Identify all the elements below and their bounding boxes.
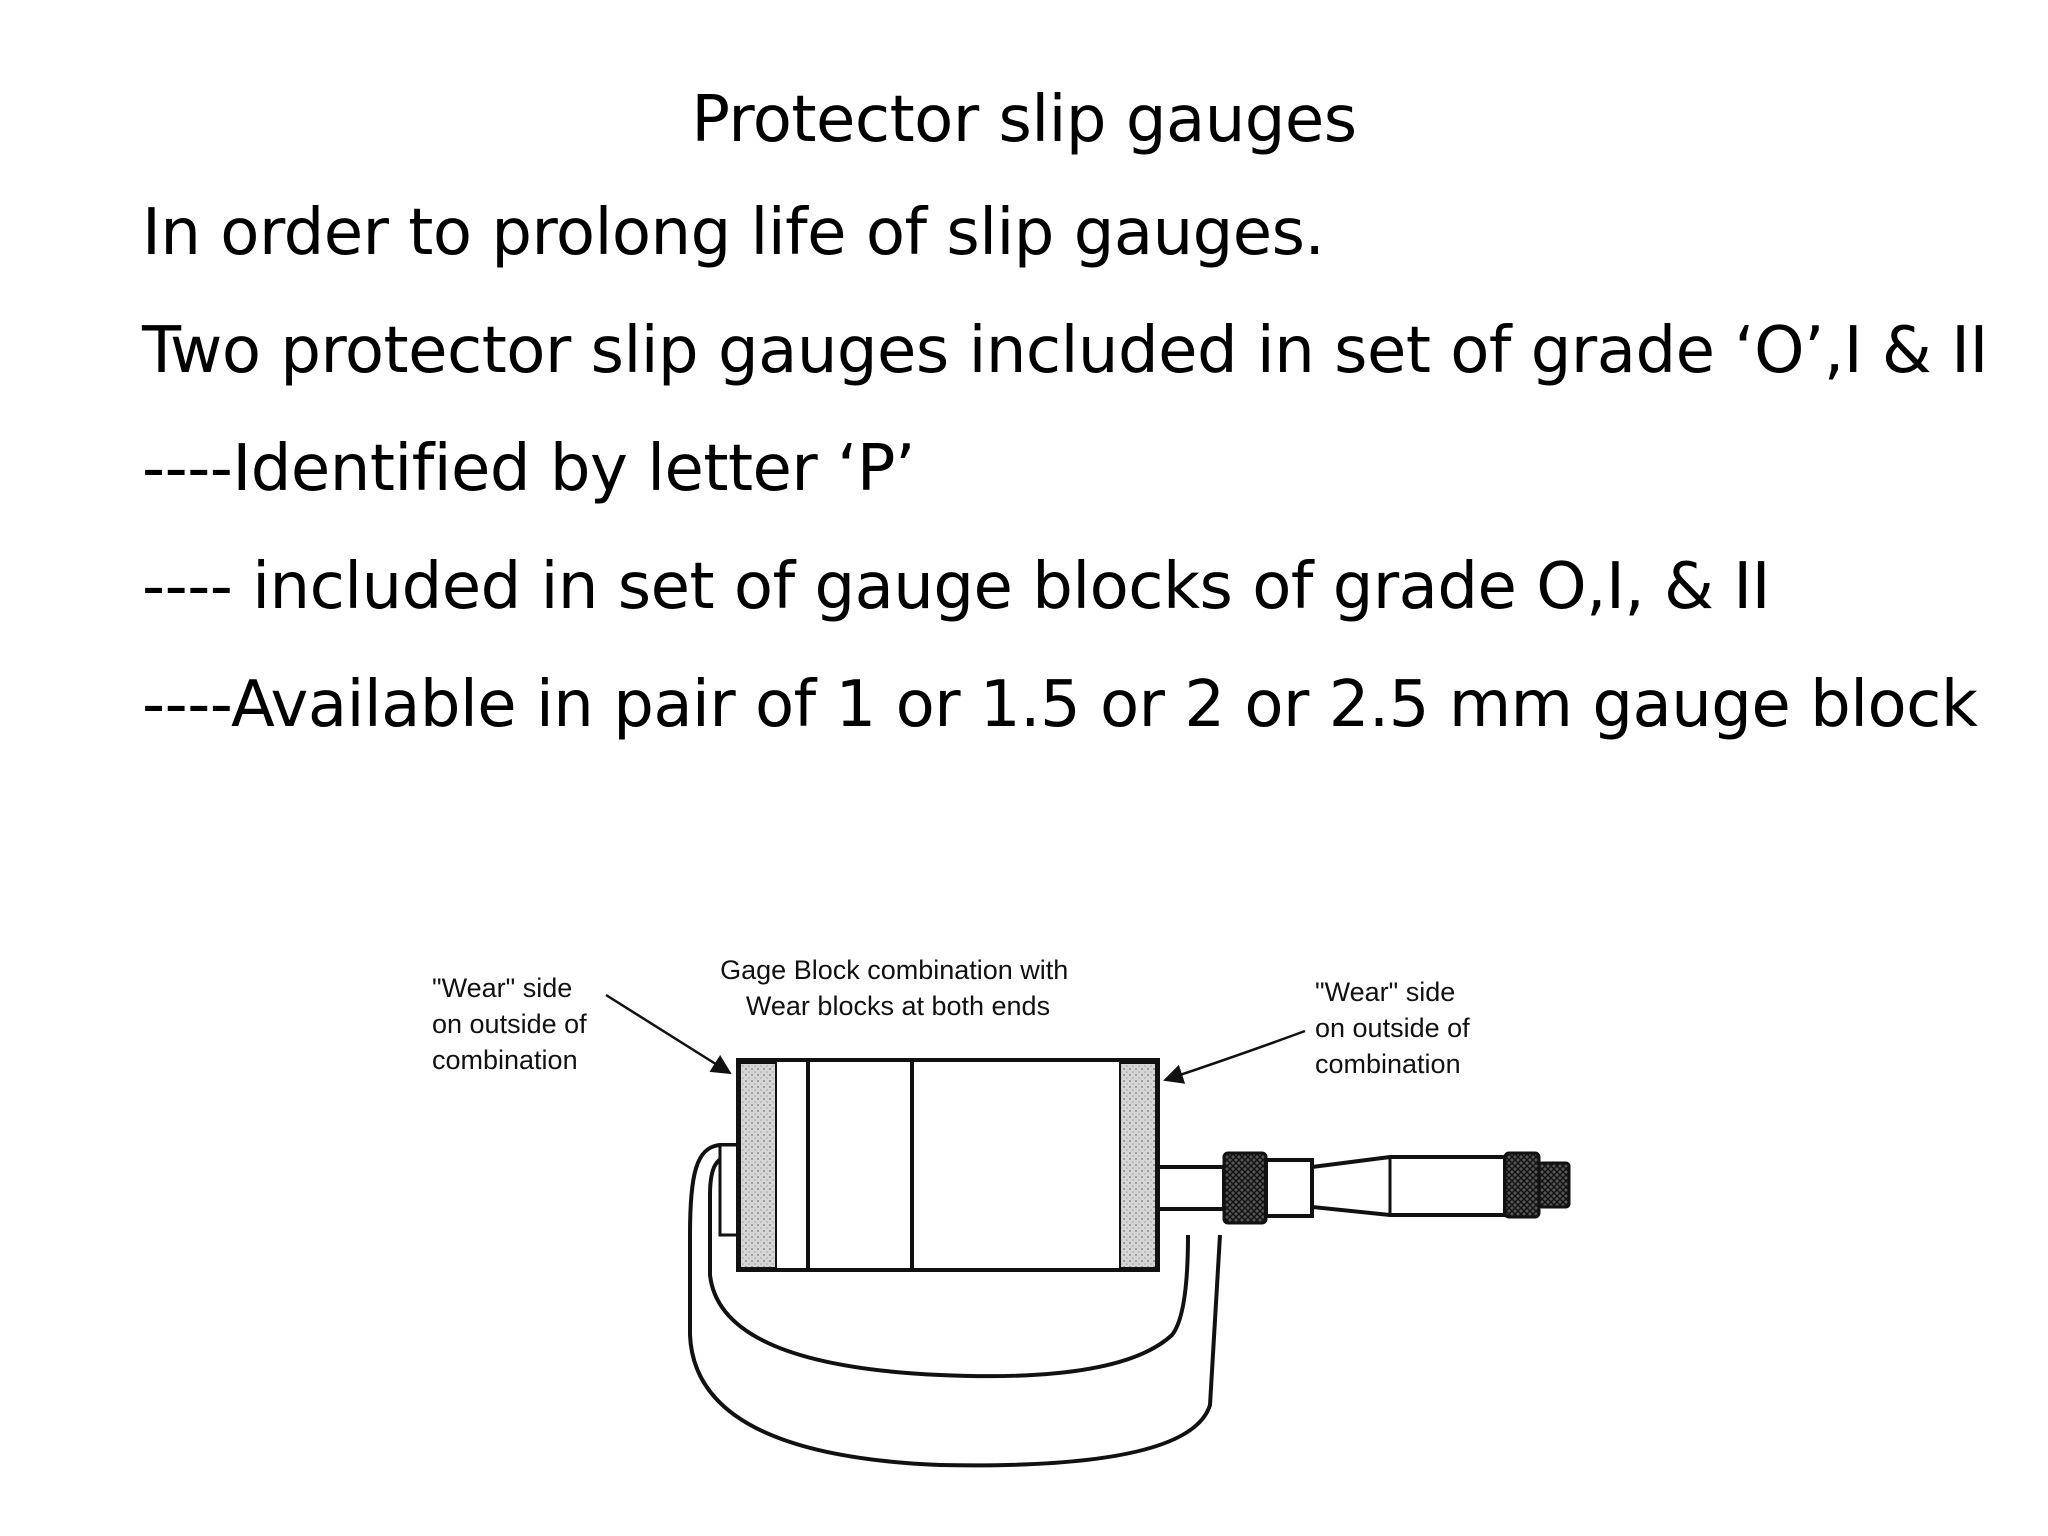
ratchet-knurl (1503, 1151, 1541, 1219)
left-wear-label: "Wear" side on outside of combination (432, 973, 594, 1075)
gauge-block-stack (736, 1058, 1160, 1272)
bullet-list: In order to prolong life of slip gauges.… (142, 188, 1992, 778)
micrometer-diagram: "Wear" side on outside of combination Ga… (420, 935, 1620, 1495)
center-label: Gage Block combination with Wear blocks … (720, 955, 1076, 1021)
frame-outer (688, 1143, 1222, 1468)
bullet-item: ----Identified by letter ‘P’ (142, 432, 915, 506)
left-arrow (605, 993, 732, 1075)
thimble (1310, 1155, 1507, 1217)
bullet-item: ----Available in pair of 1 or 1.5 or 2 o… (142, 668, 1978, 742)
slide-title: Protector slip gauges (691, 83, 1357, 157)
right-arrow (1163, 1029, 1306, 1084)
bullet-item: ---- included in set of gauge blocks of … (142, 550, 1771, 624)
left-wear-block (739, 1062, 777, 1269)
lock-ring (1222, 1151, 1268, 1225)
spindle (1156, 1165, 1226, 1211)
right-wear-block (1119, 1062, 1157, 1269)
bullet-item: In order to prolong life of slip gauges. (142, 196, 1325, 270)
ratchet-cap (1537, 1161, 1571, 1209)
right-wear-label: "Wear" side on outside of combination (1315, 977, 1477, 1079)
micrometer-drawing: "Wear" side on outside of combination Ga… (432, 955, 1571, 1468)
bullet-item: Two protector slip gauges included in se… (142, 314, 1988, 388)
anvil (718, 1143, 740, 1237)
sleeve (1264, 1158, 1314, 1218)
frame-inner (708, 1153, 1190, 1379)
